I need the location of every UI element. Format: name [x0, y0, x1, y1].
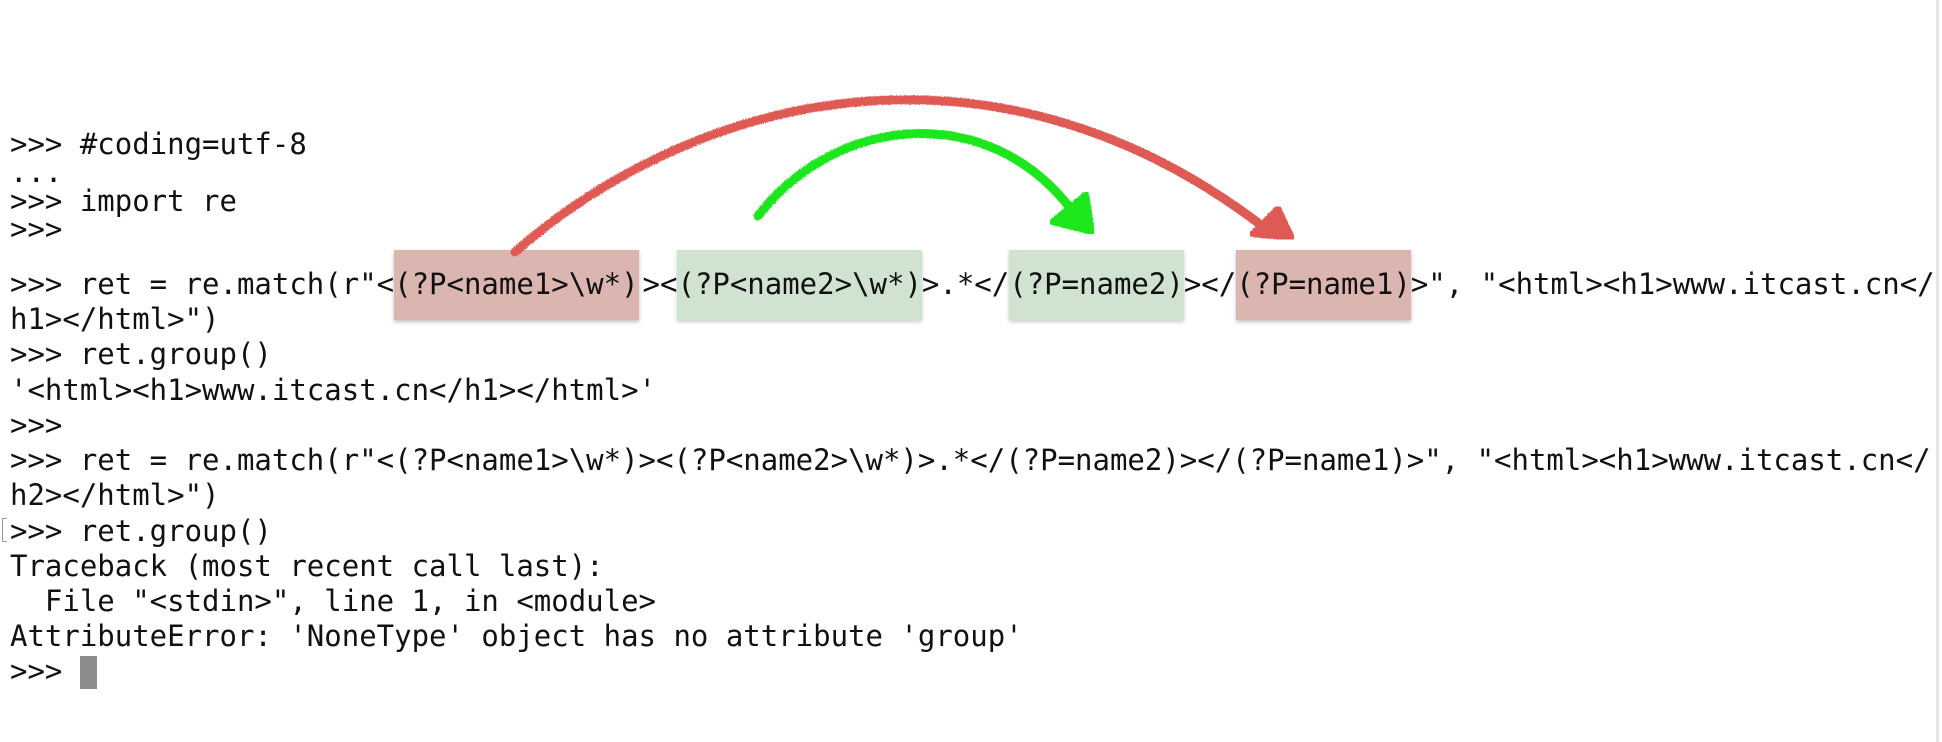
terminal-line: Traceback (most recent call last): [10, 549, 604, 583]
terminal-line-regex-highlighted: >>> ret = re.match(r"<(?P<name1>\w*)><(?… [10, 250, 1935, 320]
terminal-line: '<html><h1>www.itcast.cn</h1></html>' [10, 373, 657, 407]
selection-marker [2, 518, 7, 542]
text-cursor[interactable] [80, 656, 97, 689]
backreference-name2-highlight: (?P=name2) [1009, 250, 1184, 320]
backreference-name2-arrowhead [1049, 191, 1095, 235]
named-group-name2-highlight: (?P<name2>\w*) [677, 250, 922, 320]
code-separator: ></ [1183, 267, 1237, 301]
backreference-name1-arrowhead [1249, 205, 1295, 241]
named-group-name1-highlight: (?P<name1>\w*) [394, 250, 639, 320]
terminal-line: >>> ret = re.match(r"<(?P<name1>\w*)><(?… [10, 443, 1931, 477]
scrollbar[interactable] [1936, 0, 1939, 742]
code-suffix: >", "<html><h1>www.itcast.cn</ [1410, 267, 1935, 301]
terminal-line: >>> ret.group() [10, 337, 272, 371]
backreference-name1-highlight: (?P=name1) [1236, 250, 1411, 320]
terminal-prompt: >>> [10, 654, 80, 688]
code-prefix: >>> ret = re.match(r"< [10, 267, 395, 301]
terminal-line: h1></html>") [10, 302, 220, 336]
terminal-line: AttributeError: 'NoneType' object has no… [10, 619, 1023, 653]
terminal-line: h2></html>") [10, 478, 220, 512]
terminal-line: ... [10, 155, 63, 189]
terminal-line: >>> [10, 408, 63, 442]
terminal-line: >>> #coding=utf-8 [10, 127, 307, 161]
code-separator: >.*</ [921, 267, 1010, 301]
terminal-line: >>> [10, 212, 63, 246]
backreference-name1-arrow [510, 95, 1275, 257]
terminal-line: >>> import re [10, 184, 237, 218]
backreference-name2-arrow [753, 129, 1085, 227]
terminal-line: >>> ret.group() [10, 514, 272, 548]
code-separator: >< [642, 267, 678, 301]
terminal-line: File "<stdin>", line 1, in <module> [10, 584, 657, 618]
